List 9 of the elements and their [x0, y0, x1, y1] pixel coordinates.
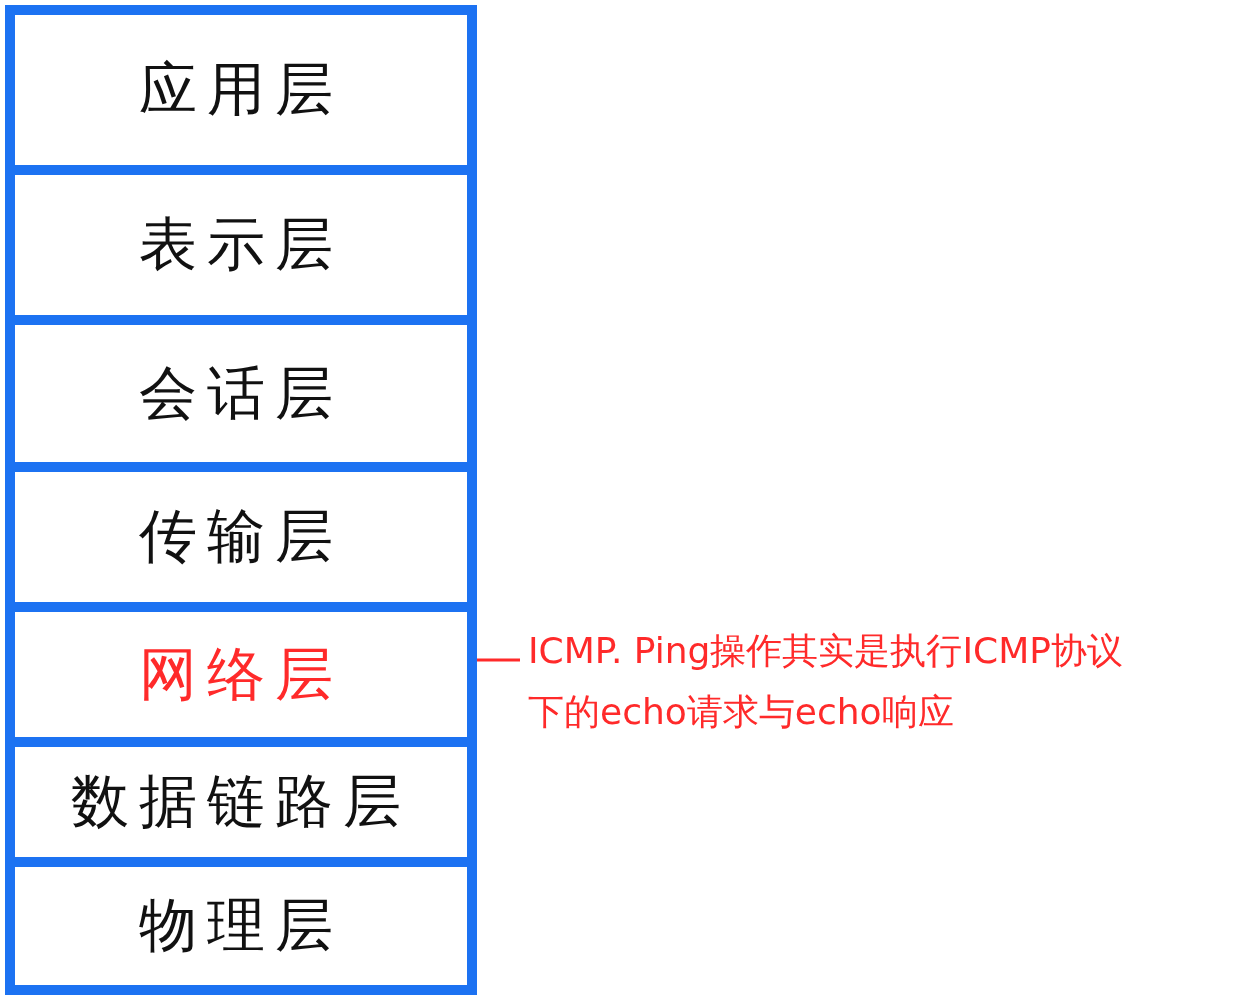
- layer-label: 数据链路层: [71, 766, 411, 837]
- layer-label: 网络层: [139, 638, 343, 710]
- layer-label: 物理层: [139, 890, 343, 961]
- layer-label: 会话层: [139, 357, 343, 429]
- layer-label: 表示层: [139, 209, 343, 280]
- leader-line: [477, 658, 520, 662]
- layer-label: 传输层: [139, 501, 343, 572]
- layer-label: 应用层: [139, 54, 343, 125]
- annotation-text: ICMP. Ping操作其实是执行ICMP协议下的echo请求与echo响应: [528, 630, 1123, 733]
